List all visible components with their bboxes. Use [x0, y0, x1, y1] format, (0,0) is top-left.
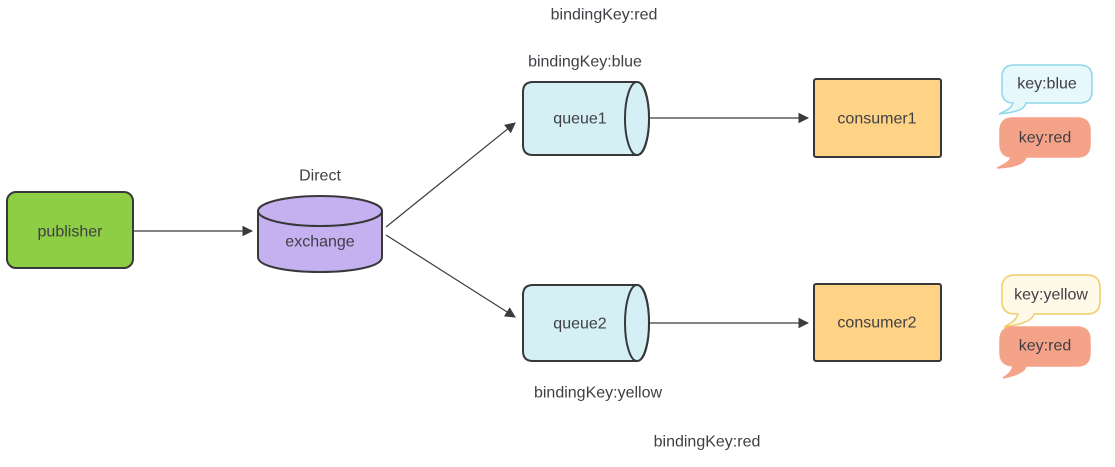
- speech-bubble-key-yellow: [1001, 274, 1101, 328]
- queue1-cylinder-cap: [624, 81, 650, 156]
- speech-bubble-key-red-1: [996, 117, 1091, 169]
- bubble-key-blue-label: key:blue: [1017, 75, 1077, 93]
- consumer2-label: consumer2: [837, 314, 917, 332]
- exchange-label: exchange: [285, 233, 355, 251]
- bubble-key-red-2-label: key:red: [1018, 337, 1072, 355]
- consumer1-label: consumer1: [837, 110, 917, 128]
- binding-key-yellow-label: bindingKey:yellow: [533, 384, 663, 402]
- consumer2-node: [813, 283, 942, 362]
- bubble-key-yellow-label: key:yellow: [1014, 286, 1088, 304]
- arrow-exchange-to-queue1: [385, 122, 516, 228]
- bubble-key-red-1-label: key:red: [1018, 129, 1072, 147]
- publisher-node: [6, 191, 134, 269]
- speech-bubble-key-blue: [998, 64, 1093, 115]
- binding-key-blue-label: bindingKey:blue: [528, 53, 642, 71]
- binding-key-red-bottom-label: bindingKey:red: [653, 433, 761, 451]
- queue2-label: queue2: [553, 315, 607, 333]
- publisher-label: publisher: [37, 223, 103, 241]
- queue2-cylinder-cap: [624, 284, 650, 362]
- consumer1-node: [813, 78, 942, 158]
- exchange-cylinder-body: [257, 210, 383, 273]
- exchange-type-label: Direct: [299, 167, 341, 185]
- queue1-label: queue1: [553, 110, 607, 128]
- speech-bubble-key-red-2: [999, 326, 1091, 379]
- binding-key-red-top-label: bindingKey:red: [550, 6, 658, 24]
- arrow-exchange-to-queue2: [385, 234, 516, 318]
- exchange-cylinder-top: [257, 195, 383, 227]
